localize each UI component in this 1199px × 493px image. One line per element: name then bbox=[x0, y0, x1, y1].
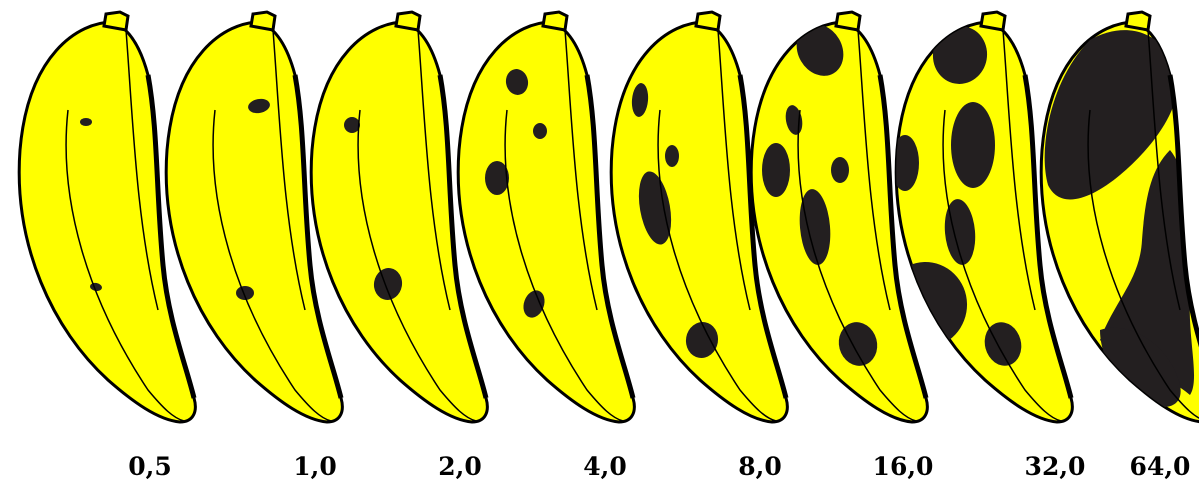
banana-stem bbox=[696, 12, 720, 30]
lesion bbox=[665, 145, 679, 167]
banana-peel bbox=[19, 22, 195, 422]
lesion bbox=[344, 117, 360, 133]
banana-stem bbox=[981, 12, 1005, 30]
banana-peel bbox=[458, 22, 634, 422]
banana-64-0 bbox=[1041, 12, 1199, 422]
banana-stem bbox=[104, 12, 128, 30]
severity-label-4-0: 4,0 bbox=[583, 452, 627, 481]
severity-label-64-0: 64,0 bbox=[1130, 452, 1191, 481]
severity-label-32-0: 32,0 bbox=[1025, 452, 1086, 481]
lesion bbox=[831, 157, 849, 183]
banana-stem bbox=[251, 12, 275, 30]
banana-peel bbox=[311, 22, 487, 422]
banana-stem bbox=[836, 12, 860, 30]
banana-stem bbox=[543, 12, 567, 30]
banana-stem bbox=[1126, 12, 1150, 30]
lesion bbox=[80, 118, 92, 126]
severity-label-2-0: 2,0 bbox=[438, 452, 482, 481]
banana-4-0 bbox=[458, 12, 634, 422]
lesion bbox=[762, 143, 790, 197]
severity-label-16-0: 16,0 bbox=[873, 452, 934, 481]
lesion bbox=[951, 102, 995, 188]
banana-stem bbox=[396, 12, 420, 30]
severity-label-1-0: 1,0 bbox=[293, 452, 337, 481]
severity-label-8-0: 8,0 bbox=[738, 452, 782, 481]
severity-label-0-5: 0,5 bbox=[128, 452, 172, 481]
lesion bbox=[533, 123, 547, 139]
